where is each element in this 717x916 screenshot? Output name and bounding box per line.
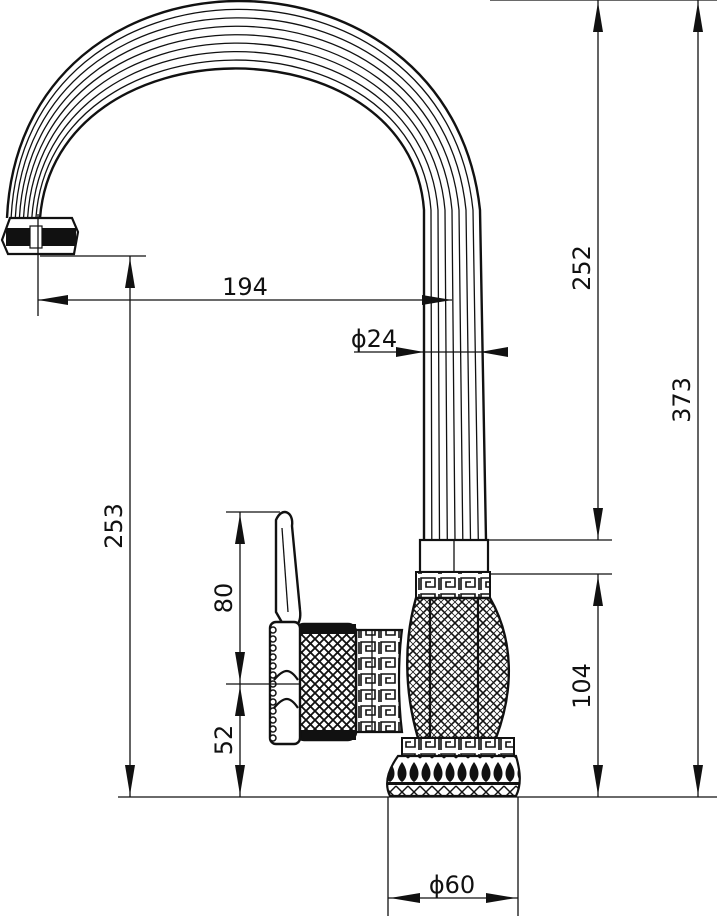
dimension-spout-height: 252 [488, 0, 612, 541]
lever-knob-bead [269, 626, 277, 634]
lever-knob-bead [269, 698, 277, 706]
lever-knob-bead [269, 644, 277, 652]
lever-knob-bead [269, 716, 277, 724]
lever-knob-bead [269, 653, 277, 661]
spout-height-label: 252 [568, 245, 596, 291]
dimension-total-height: 373 [604, 0, 717, 797]
spout-reach-label: 194 [222, 273, 268, 301]
lever-length-label: 80 [210, 583, 238, 614]
spout-gooseneck [5, 0, 488, 541]
outlet-height-label: 253 [100, 503, 128, 549]
dimension-lever-length: 80 [210, 511, 300, 685]
spout-rib-line [14, 17, 472, 541]
dimension-body-height: 104 [490, 573, 612, 797]
faucet-body [386, 538, 521, 798]
spout-rib-line [26, 42, 448, 541]
dimension-outlet-height: 253 [40, 255, 146, 797]
dimension-spout-diameter: ϕ24 [351, 325, 508, 357]
lever-knob-bead [269, 689, 277, 697]
dimension-lever-axis-height: 52 [210, 684, 245, 797]
lever-knob-bead [269, 734, 277, 742]
base-diameter-label: ϕ60 [429, 871, 475, 899]
lever-knob-bead [269, 635, 277, 643]
dimension-base-diameter: ϕ60 [387, 797, 519, 916]
lever-knob-bead [269, 671, 277, 679]
body-height-label: 104 [568, 663, 596, 709]
valve-connector [354, 628, 404, 734]
lever-axis-height-label: 52 [210, 725, 238, 756]
spout-diameter-label: ϕ24 [351, 325, 397, 353]
spout-rib-line [22, 34, 456, 541]
spout-rib-line [31, 51, 441, 541]
spout-rib-line [35, 59, 433, 541]
total-height-label: 373 [668, 377, 696, 423]
spout-rib-line [18, 25, 464, 541]
lever-handle [268, 510, 302, 746]
spout-outlet-nozzle [0, 214, 80, 316]
spout-rib-line [10, 8, 479, 541]
valve-cartridge [294, 622, 358, 742]
lever-knob-bead [269, 725, 277, 733]
dimension-spout-reach: 194 [38, 273, 452, 305]
lever-knob-bead [269, 662, 277, 670]
lever-knob-bead [269, 707, 277, 715]
